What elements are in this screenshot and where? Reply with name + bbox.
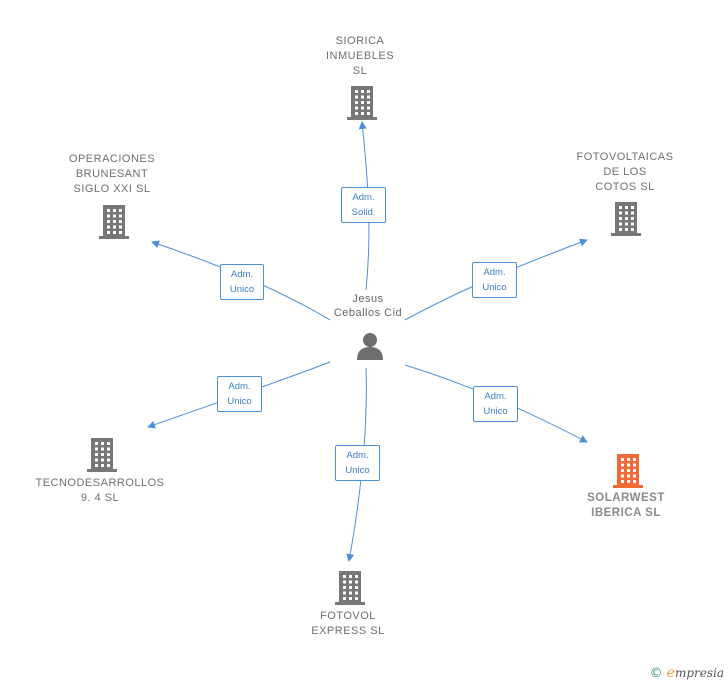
building-icon[interactable] xyxy=(86,436,118,477)
person-name[interactable]: Jesus Ceballos Cid xyxy=(318,292,418,320)
role-box-fotovol[interactable]: Adm. Unico xyxy=(335,445,380,481)
person-icon[interactable] xyxy=(355,332,385,360)
building-icon[interactable] xyxy=(346,84,378,125)
role-box-fotovoltaicas[interactable]: Adm. Unico xyxy=(472,262,517,298)
copyright-icon: © xyxy=(649,666,663,681)
building-icon[interactable] xyxy=(98,203,130,244)
company-label-tecnodesarrollos[interactable]: TECNODESARROLLOS 9. 4 SL xyxy=(35,477,165,504)
building-icon[interactable] xyxy=(334,569,366,610)
person-first-name: Jesus xyxy=(352,293,384,305)
role-box-tecnodesarrollos[interactable]: Adm. Unico xyxy=(217,376,262,412)
company-label-fotovoltaicas[interactable]: FOTOVOLTAICAS DE LOS COTOS SL xyxy=(576,151,674,193)
role-box-siorica[interactable]: Adm. Solid. xyxy=(341,187,386,223)
brand-footer[interactable]: ©empresia xyxy=(650,665,724,681)
role-box-operaciones[interactable]: Adm. Unico xyxy=(220,264,264,300)
building-icon[interactable] xyxy=(610,200,642,241)
company-label-fotovol[interactable]: FOTOVOL EXPRESS SL xyxy=(311,610,385,637)
brand-logo-text: mpresia xyxy=(674,666,724,680)
building-icon-highlight[interactable] xyxy=(612,452,644,493)
person-last-name: Ceballos Cid xyxy=(333,307,403,319)
company-label-siorica[interactable]: SIORICA INMUEBLES SL xyxy=(325,35,395,77)
company-label-operaciones[interactable]: OPERACIONES BRUNESANT SIGLO XXI SL xyxy=(68,153,156,195)
role-box-solarwest[interactable]: Adm. Unico xyxy=(473,386,518,422)
brand-logo-e: e xyxy=(666,665,675,681)
company-label-solarwest[interactable]: SOLARWEST IBERICA SL xyxy=(587,492,665,519)
